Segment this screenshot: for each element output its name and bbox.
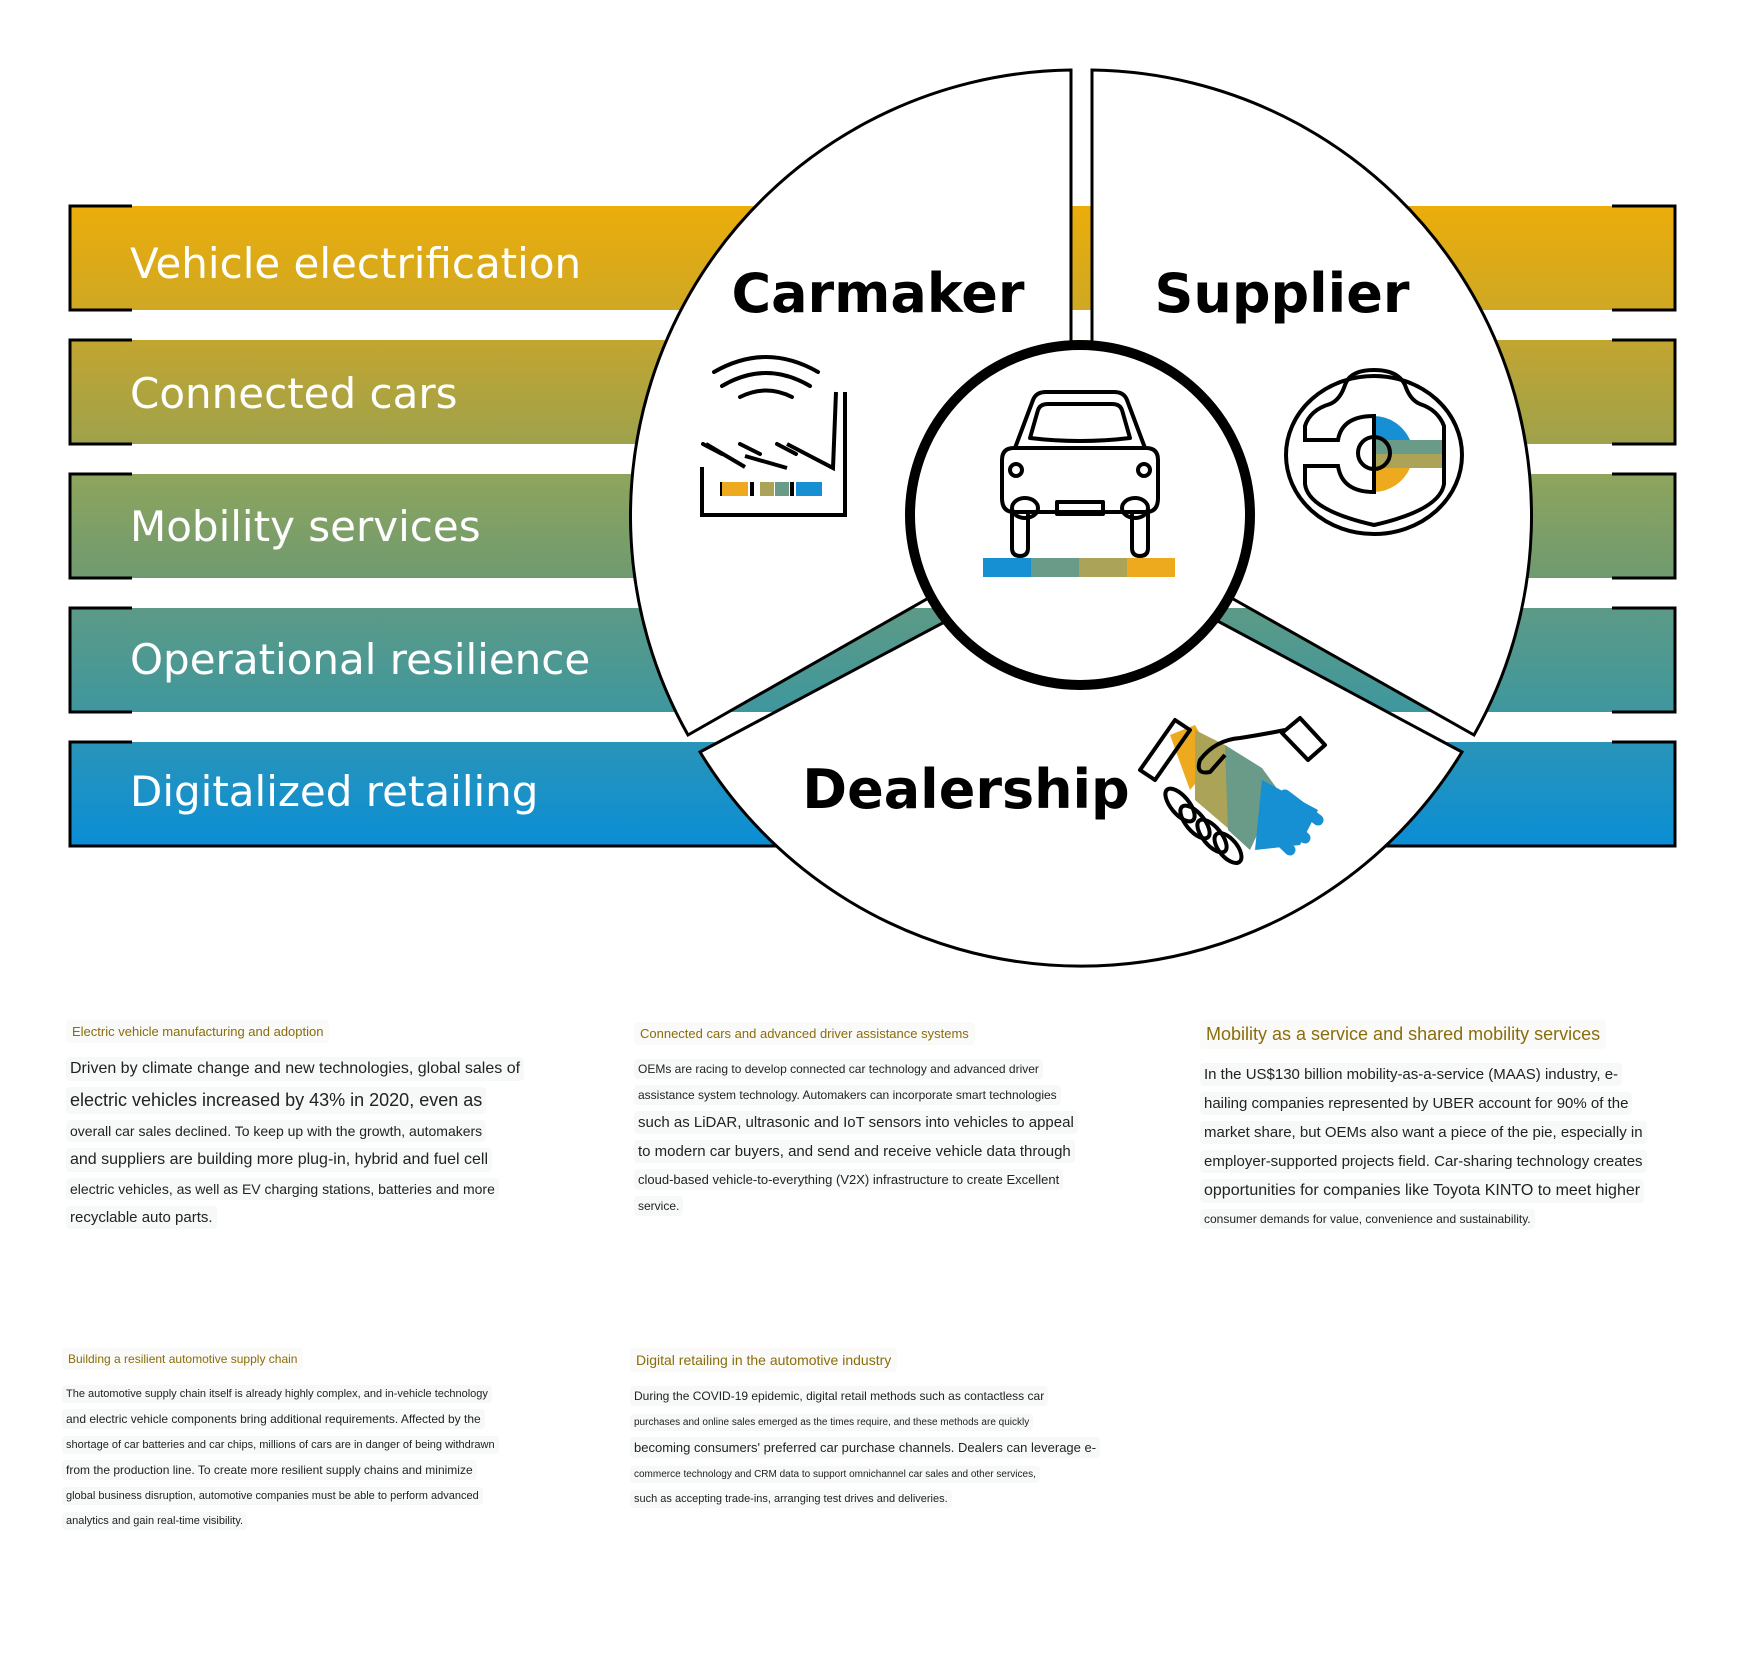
card-line: analytics and gain real-time visibility. [62,1512,248,1530]
card-line: OEMs are racing to develop connected car… [634,1059,1043,1079]
card-line: market share, but OEMs also want a piece… [1200,1121,1647,1144]
band-label: Connected cars [130,369,458,418]
card-connected-cars: Connected cars and advanced driver assis… [634,1022,1114,1222]
color-bar [983,558,1175,577]
card-line: commerce technology and CRM data to supp… [630,1466,1040,1483]
card-line: During the COVID-19 epidemic, digital re… [630,1386,1049,1406]
band-label: Mobility services [130,502,481,551]
card-line: from the production line. To create more… [62,1460,477,1480]
card-supply-chain: Building a resilient automotive supply c… [62,1348,562,1536]
card-title: Digital retailing in the automotive indu… [630,1348,898,1372]
automotive-ecosystem-diagram: Vehicle electrification Connected cars M… [68,68,1677,968]
card-line: hailing companies represented by UBER ac… [1200,1092,1633,1115]
card-line: In the US$130 billion mobility-as-a-serv… [1200,1063,1623,1086]
segment-dealership[interactable]: Dealership [697,616,1465,968]
dealership-label: Dealership [802,758,1129,821]
card-line: such as LiDAR, ultrasonic and IoT sensor… [634,1111,1078,1134]
card-line: and suppliers are building more plug-in,… [66,1148,493,1172]
car-icon [1000,390,1160,558]
steering-wheel-icon [1284,367,1464,536]
supplier-label: Supplier [1155,262,1410,325]
card-title: Building a resilient automotive supply c… [62,1348,304,1370]
card-line: such as accepting trade-ins, arranging t… [630,1490,952,1508]
band-label: Vehicle electrification [130,239,581,288]
card-line: overall car sales declined. To keep up w… [66,1120,487,1142]
card-line: global business disruption, automotive c… [62,1487,483,1505]
card-title: Mobility as a service and shared mobilit… [1200,1020,1607,1049]
card-line: recyclable auto parts. [66,1206,217,1229]
band-label: Operational resilience [130,635,590,684]
card-line: employer-supported projects field. Car-s… [1200,1150,1647,1173]
card-line: purchases and online sales emerged as th… [630,1414,1034,1431]
handshake-icon [1138,716,1327,865]
card-digital-retailing: Digital retailing in the automotive indu… [630,1348,1130,1514]
card-mobility-services: Mobility as a service and shared mobilit… [1200,1020,1700,1235]
segment-supplier[interactable]: Supplier [1090,68,1533,738]
carmaker-label: Carmaker [731,262,1024,325]
band-label: Digitalized retailing [130,767,538,816]
card-title: Connected cars and advanced driver assis… [634,1022,975,1045]
card-line: consumer demands for value, convenience … [1200,1209,1535,1229]
card-line: opportunities for companies like Toyota … [1200,1179,1645,1203]
card-line: electric vehicles, as well as EV chargin… [66,1178,499,1200]
card-title: Electric vehicle manufacturing and adopt… [66,1020,330,1043]
card-line: The automotive supply chain itself is al… [62,1385,492,1403]
card-line: service. [634,1196,684,1216]
factory-wifi-icon [700,355,847,517]
card-ev-manufacturing: Electric vehicle manufacturing and adopt… [66,1020,546,1235]
card-line: becoming consumers' preferred car purcha… [630,1437,1101,1458]
card-line: electric vehicles increased by 43% in 20… [66,1087,487,1114]
card-line: shortage of car batteries and car chips,… [62,1436,499,1454]
card-line: assistance system technology. Automakers… [634,1085,1061,1105]
card-line: Driven by climate change and new technol… [66,1057,525,1081]
card-line: to modern car buyers, and send and recei… [634,1140,1075,1163]
card-line: and electric vehicle components bring ad… [62,1409,485,1429]
card-line: cloud-based vehicle-to-everything (V2X) … [634,1169,1064,1190]
